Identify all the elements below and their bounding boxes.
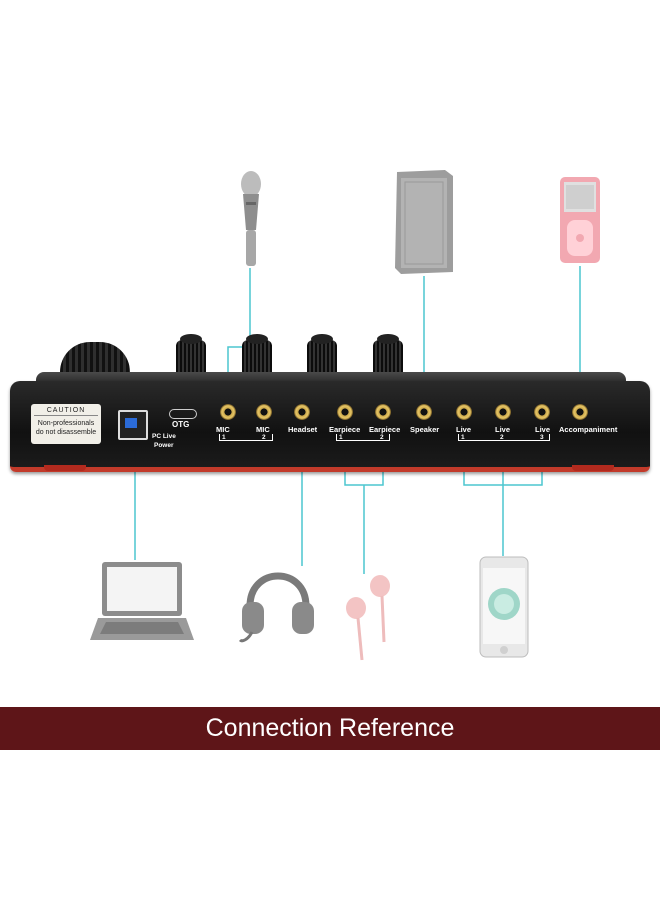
earpiece-number-2: 2 [380,434,384,441]
speaker-label: Speaker [410,425,440,434]
mic-jack-2[interactable] [256,404,272,420]
smartphone-icon [479,556,529,658]
mic-jack-1[interactable] [220,404,236,420]
live-number-3: 3 [540,434,544,441]
usb-c-port[interactable] [169,409,197,419]
mic-label-1: MIC [216,425,230,434]
headset-label: Headset [288,425,318,434]
usb-sublabel: Power [154,442,174,449]
laptop-icon [90,562,194,640]
device-foot-right [572,465,614,471]
live-number-1: 1 [461,434,465,441]
microphone-icon [241,171,261,266]
usb-label: PC Live [152,433,176,440]
accompaniment-jack[interactable] [572,404,588,420]
live-label-2: Live [495,425,511,434]
caution-line2: do not disassemble [35,429,97,436]
earpiece-label-1: Earpiece [329,425,361,434]
headphones-icon [238,572,314,643]
earpiece-jack-2[interactable] [375,404,391,420]
caution-label: CAUTION Non-professionals do not disasse… [31,404,101,444]
usb-b-port[interactable] [118,410,148,440]
accompaniment-label: Accompaniment [559,425,618,434]
live-label-3: Live [535,425,551,434]
mic-number-1: 1 [222,434,226,441]
earpiece-label-2: Earpiece [369,425,401,434]
speaker-jack[interactable] [416,404,432,420]
earpiece-number-1: 1 [339,434,343,441]
mp3-player-icon [560,177,600,263]
live-jack-3[interactable] [534,404,550,420]
mic-bracket [219,434,273,441]
headset-jack[interactable] [294,404,310,420]
live-number-2: 2 [500,434,504,441]
speaker-icon [395,170,453,274]
mic-number-2: 2 [262,434,266,441]
device-foot-left [44,465,86,471]
caution-line1: Non-professionals [37,420,95,427]
live-jack-1[interactable] [456,404,472,420]
live-label-1: Live [456,425,472,434]
mic-label-2: MIC [256,425,270,434]
earpiece-jack-1[interactable] [337,404,353,420]
live-bracket [458,434,550,441]
sound-card-device [10,381,650,472]
earphones-icon [346,575,390,661]
caption-banner: Connection Reference [0,707,660,750]
live-jack-2[interactable] [495,404,511,420]
otg-label: OTG [172,420,190,429]
caution-title: CAUTION [34,406,98,416]
earpiece-bracket [336,434,390,441]
